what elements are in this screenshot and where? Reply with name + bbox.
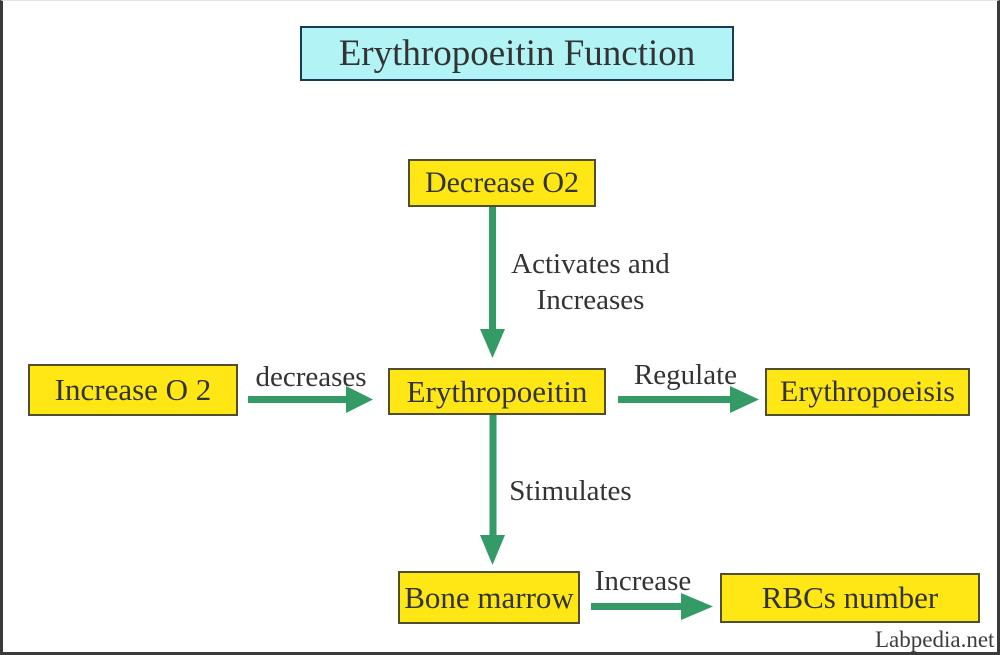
node-bone-marrow: Bone marrow xyxy=(398,571,580,624)
edge-label-decreases: decreases xyxy=(255,361,367,393)
node-decrease-o2: Decrease O2 xyxy=(408,159,596,207)
node-erythropoeisis: Erythropoeisis xyxy=(765,368,970,416)
edge-label-regulate: Regulate xyxy=(633,359,738,391)
edge-label-stimulates: Stimulates xyxy=(509,475,632,507)
edge-label-activates-line1: Activates and xyxy=(511,248,670,280)
node-erythropoeitin: Erythropoeitin xyxy=(388,368,606,415)
edge-label-activates-increases: Activates and Increases xyxy=(493,246,688,318)
node-increase-o2: Increase O 2 xyxy=(28,364,238,416)
node-rbcs-number: RBCs number xyxy=(720,573,980,623)
watermark: Labpedia.net xyxy=(875,627,995,652)
arrows-layer xyxy=(248,206,759,620)
edge-label-activates-line2: Increases xyxy=(536,284,645,316)
edge-label-increase: Increase xyxy=(594,565,692,597)
page-title: Erythropoeitin Function xyxy=(300,26,734,81)
